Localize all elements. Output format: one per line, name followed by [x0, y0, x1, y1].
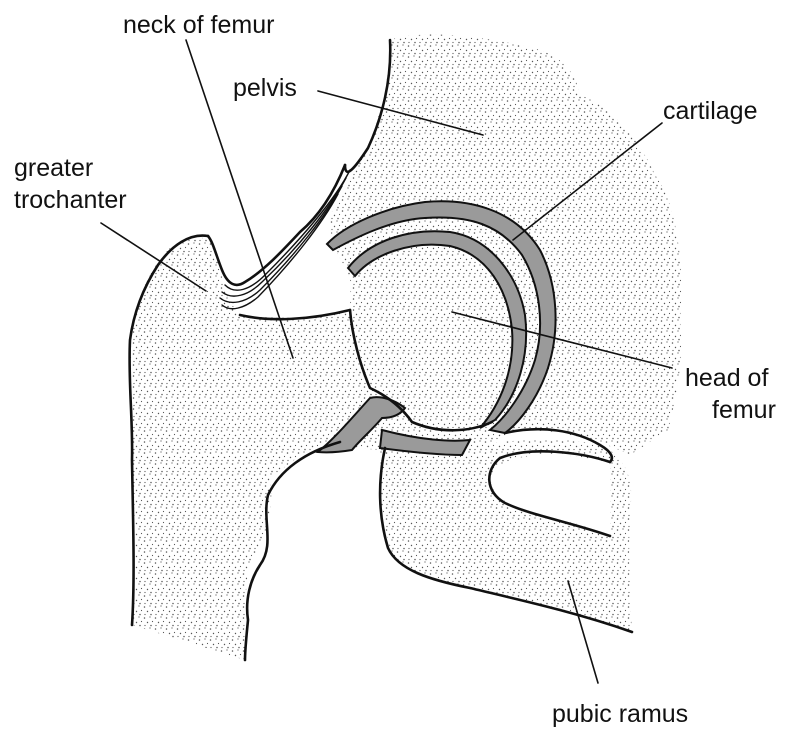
label-head-of: head of	[685, 364, 768, 392]
label-greater: greater	[14, 154, 93, 182]
label-trochanter: trochanter	[14, 186, 127, 214]
label-cartilage: cartilage	[663, 97, 758, 125]
label-neck-of-femur: neck of femur	[123, 11, 274, 39]
label-pubic-ramus: pubic ramus	[552, 700, 688, 728]
label-pelvis: pelvis	[233, 74, 297, 102]
label-femur: femur	[712, 396, 776, 424]
capsule-line-2	[222, 178, 346, 296]
